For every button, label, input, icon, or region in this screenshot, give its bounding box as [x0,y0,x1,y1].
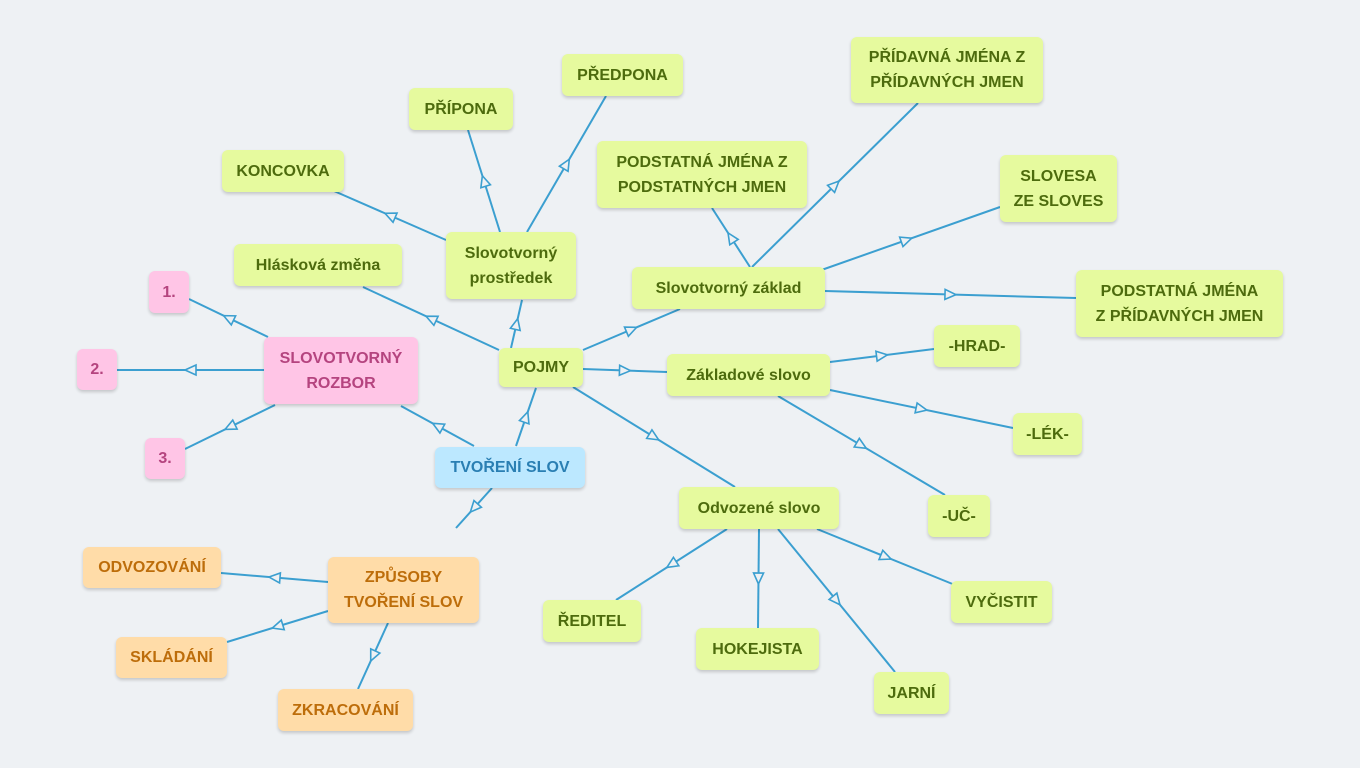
subtopic-podstatna-jmena-z-pridavnych[interactable]: PODSTATNÁ JMÉNA Z PŘÍDAVNÝCH JMEN [1076,270,1283,337]
subtopic-koncovka[interactable]: KONCOVKA [222,150,344,192]
arrowhead-icon [424,315,440,327]
subtopic-skladani[interactable]: SKLÁDÁNÍ [116,637,227,678]
subtopic-hlaskova-zmena[interactable]: Hlásková změna [234,244,402,286]
central-topic-tvoreni-slov[interactable]: TVOŘENÍ SLOV [435,447,585,488]
subtopic-slovotvorny-prostredek[interactable]: Slovotvorný prostředek [446,232,576,299]
arrowhead-icon [369,647,382,663]
arrowhead-icon [223,418,239,431]
arrowhead-icon [877,548,893,561]
arrowhead-icon [518,409,530,425]
subtopic-slovesa-ze-sloves[interactable]: SLOVESA ZE SLOVES [1000,155,1117,222]
subtopic-slovotvorny-zaklad[interactable]: Slovotvorný základ [632,267,825,309]
subtopic-zkracovani[interactable]: ZKRACOVÁNÍ [278,689,413,731]
arrowhead-icon [509,316,522,332]
topic-slovotvorny-rozbor[interactable]: SLOVOTVORNÝ ROZBOR [264,337,418,404]
subtopic-odvozovani[interactable]: ODVOZOVÁNÍ [83,547,221,588]
arrowhead-icon [557,157,571,173]
arrowhead-icon [221,314,237,327]
arrowhead-icon [430,422,447,435]
arrowhead-icon [623,326,639,338]
arrowhead-icon [914,401,929,414]
arrowhead-icon [874,350,890,363]
subtopic-rozbor-3[interactable]: 3. [145,438,185,479]
topic-pojmy[interactable]: POJMY [499,348,583,387]
subtopic-odvozene-slovo[interactable]: Odvozené slovo [679,487,839,529]
subtopic-zakladove-slovo[interactable]: Základové slovo [667,354,830,396]
subtopic-podstatna-jmena-z-podstatnych[interactable]: PODSTATNÁ JMÉNA Z PODSTATNÝCH JMEN [597,141,807,208]
subtopic-vycistit[interactable]: VYČISTIT [951,581,1052,623]
subtopic-pridavna-jmena-z-pridavnych[interactable]: PŘÍDAVNÁ JMÉNA Z PŘÍDAVNÝCH JMEN [851,37,1043,103]
arrowhead-icon [267,571,282,585]
arrowhead-icon [469,499,483,514]
arrowhead-icon [852,436,868,450]
arrowhead-icon [383,212,399,224]
arrowhead-icon [827,591,842,607]
arrowhead-icon [726,231,740,247]
subtopic-lek[interactable]: -LÉK- [1013,413,1082,455]
arrowhead-icon [944,288,958,301]
arrowhead-icon [752,572,765,586]
subtopic-rozbor-2[interactable]: 2. [77,349,117,390]
subtopic-reditel[interactable]: ŘEDITEL [543,600,641,642]
arrowhead-icon [645,428,661,441]
subtopic-uc[interactable]: -UČ- [928,495,990,537]
subtopic-hrad[interactable]: -HRAD- [934,325,1020,367]
arrowhead-icon [618,364,633,377]
subtopic-predpona[interactable]: PŘEDPONA [562,54,683,96]
topic-zpusoby-tvoreni-slov[interactable]: ZPŮSOBY TVOŘENÍ SLOV [328,557,479,623]
subtopic-jarni[interactable]: JARNÍ [874,672,949,714]
arrowhead-icon [826,179,841,194]
subtopic-hokejista[interactable]: HOKEJISTA [696,628,819,670]
arrowhead-icon [665,555,681,569]
arrowhead-icon [270,618,286,631]
arrowhead-icon [183,363,197,377]
subtopic-rozbor-1[interactable]: 1. [149,271,189,313]
subtopic-pripona[interactable]: PŘÍPONA [409,88,513,130]
arrowhead-icon [479,173,492,189]
arrowhead-icon [898,236,914,248]
